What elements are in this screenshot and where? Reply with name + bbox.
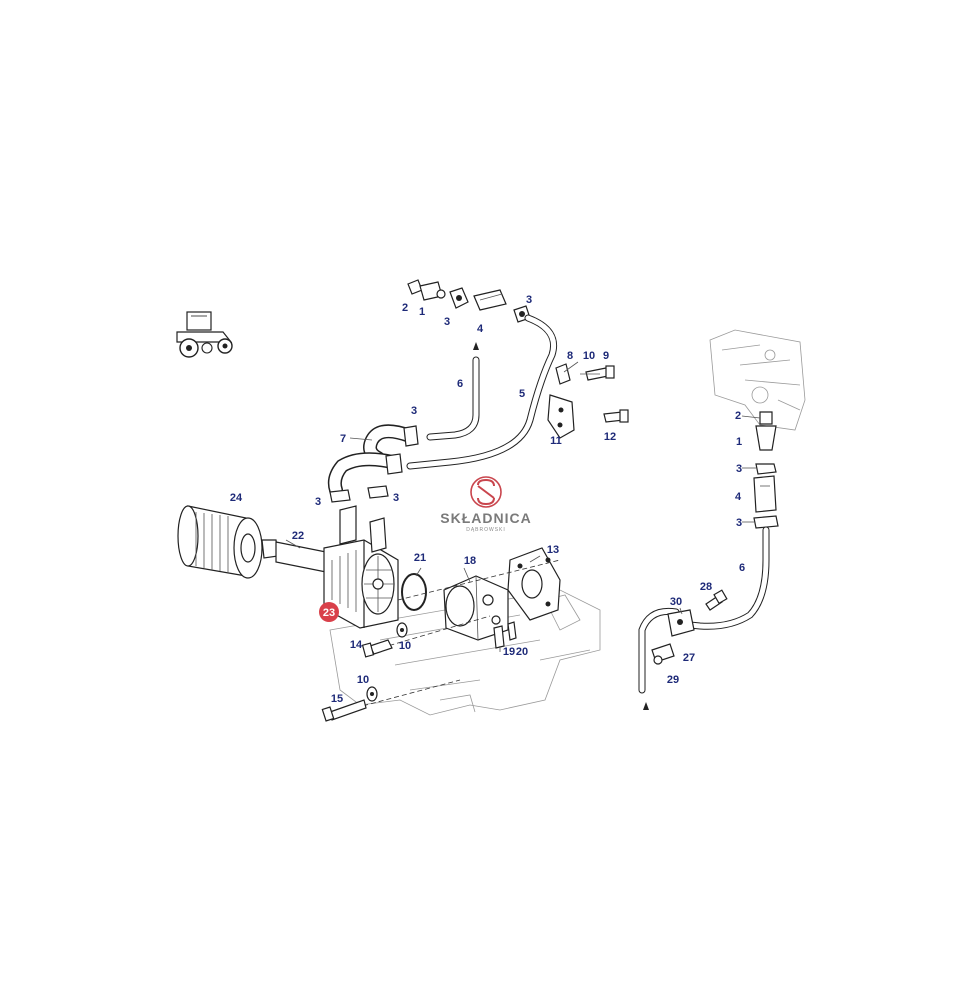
highlight-marker (319, 602, 339, 622)
label-30[interactable]: 30 (670, 596, 682, 608)
watermark-logo (470, 476, 502, 508)
oil-cooler-23 (323, 505, 399, 629)
right-pipe-assembly (638, 411, 779, 710)
label-12[interactable]: 12 (604, 431, 616, 443)
bolt-14 (361, 639, 393, 658)
label-22[interactable]: 22 (292, 530, 304, 542)
label-1-top[interactable]: 1 (419, 306, 425, 318)
label-23[interactable]: 23 (323, 607, 335, 619)
label-24[interactable]: 24 (230, 492, 243, 504)
label-6-top[interactable]: 6 (457, 378, 463, 390)
oil-filter-24 (177, 505, 279, 579)
label-9[interactable]: 9 (603, 350, 609, 362)
gasket-13 (507, 547, 561, 621)
label-2-right[interactable]: 2 (735, 410, 741, 422)
label-14[interactable]: 14 (350, 639, 363, 651)
label-13[interactable]: 13 (547, 544, 559, 556)
bolts-19-20 (493, 621, 517, 649)
label-19[interactable]: 19 (503, 646, 515, 658)
adapter-18 (443, 575, 509, 641)
label-20[interactable]: 20 (516, 646, 528, 658)
watermark-brand: SKŁADNICA (440, 510, 531, 526)
label-4-right[interactable]: 4 (735, 491, 742, 503)
leader-lines (285, 361, 761, 652)
label-1-right[interactable]: 1 (736, 436, 742, 448)
label-3-right-b[interactable]: 3 (736, 517, 742, 529)
hose-fittings-top (407, 279, 531, 323)
label-3-right-a[interactable]: 3 (736, 463, 742, 475)
label-21[interactable]: 21 (414, 552, 426, 564)
label-29[interactable]: 29 (667, 674, 679, 686)
label-6-right[interactable]: 6 (739, 562, 745, 574)
label-4-top[interactable]: 4 (477, 323, 484, 335)
pipe-5 (406, 314, 557, 470)
label-5[interactable]: 5 (519, 388, 525, 400)
label-7[interactable]: 7 (340, 433, 346, 445)
washer-10b (396, 622, 408, 638)
label-11[interactable]: 11 (550, 435, 562, 447)
bolt-15 (321, 699, 367, 722)
label-10-bottom[interactable]: 10 (357, 674, 369, 686)
label-3-mid[interactable]: 3 (411, 405, 417, 417)
label-28[interactable]: 28 (700, 581, 712, 593)
label-8[interactable]: 8 (567, 350, 573, 362)
label-18[interactable]: 18 (464, 555, 476, 567)
label-15[interactable]: 15 (331, 693, 343, 705)
label-27[interactable]: 27 (683, 652, 695, 664)
label-3-right[interactable]: 3 (393, 492, 399, 504)
label-10-mid[interactable]: 10 (399, 640, 411, 652)
label-3-left[interactable]: 3 (315, 496, 321, 508)
engine-block-right (709, 329, 806, 431)
pipe-6-vertical (426, 342, 480, 441)
label-10-top[interactable]: 10 (583, 350, 595, 362)
washer-10c (366, 686, 378, 702)
tractor-icon (176, 311, 233, 358)
bolt-12 (603, 409, 629, 423)
watermark-sub: DĄBROWSKI (466, 527, 506, 533)
label-2-top[interactable]: 2 (402, 302, 408, 314)
label-3-top-a[interactable]: 3 (444, 316, 450, 328)
o-ring-21 (401, 573, 427, 611)
label-3-top-b[interactable]: 3 (526, 294, 532, 306)
bolt-9 (585, 365, 615, 381)
pipe-22 (275, 541, 327, 573)
bracket-11 (547, 363, 575, 439)
